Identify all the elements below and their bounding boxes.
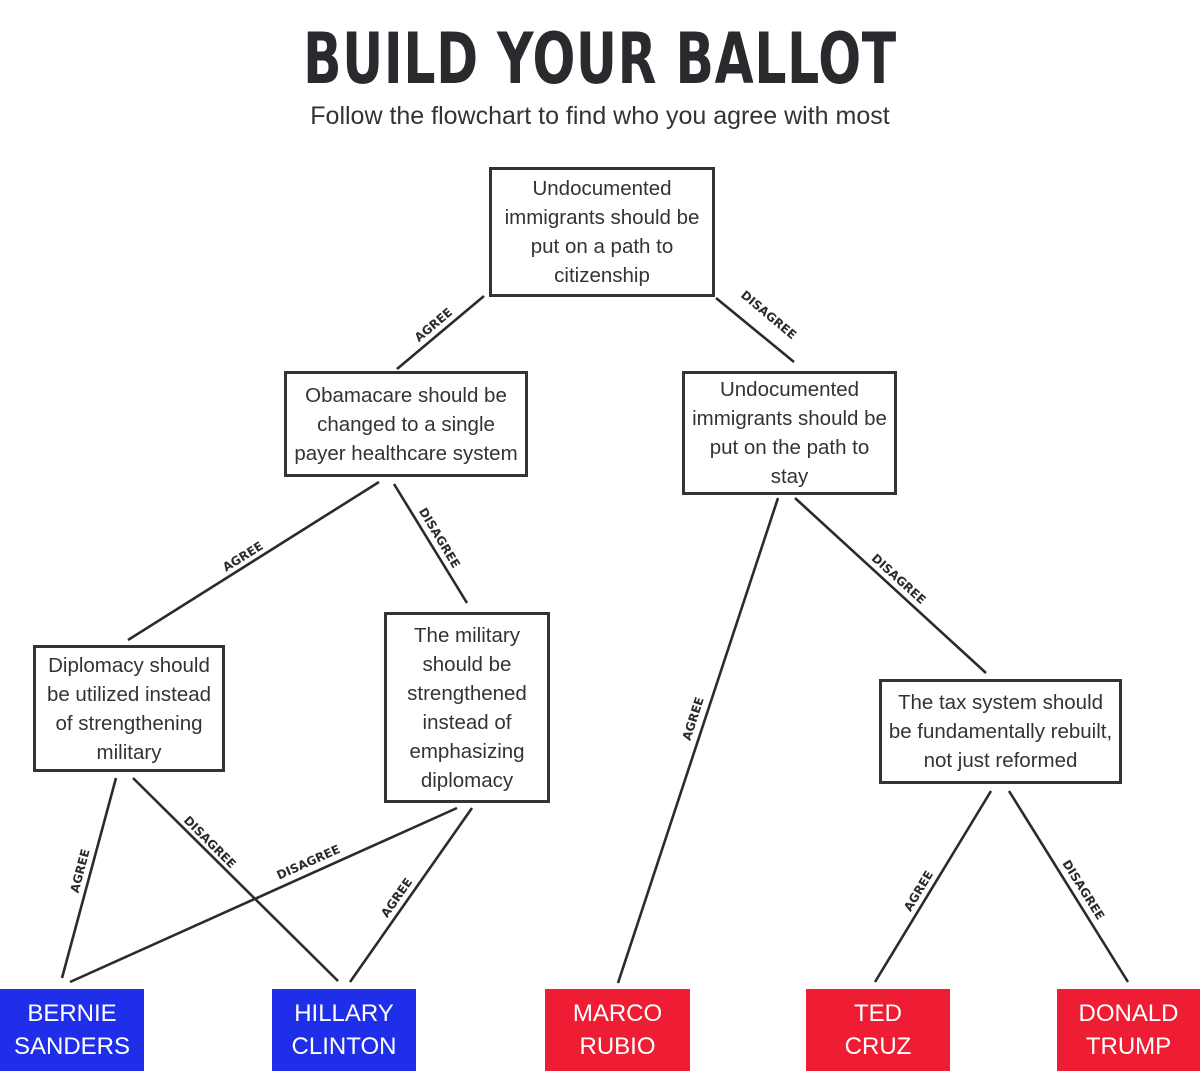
edge-q4-clinton <box>132 777 339 982</box>
question-military: The military should be strengthened inst… <box>384 612 550 803</box>
edge-q6-cruz <box>873 790 993 983</box>
question-immigration-stay: Undocumented immigrants should be put on… <box>682 371 897 495</box>
edge-q5-clinton <box>348 807 474 983</box>
edge-q4-sanders <box>60 777 118 979</box>
candidate-bernie-sanders: BERNIE SANDERS <box>0 989 144 1071</box>
question-diplomacy: Diplomacy should be utilized instead of … <box>33 645 225 772</box>
edge-q3-q6 <box>794 497 987 674</box>
edge-label-disagree: DISAGREE <box>181 813 239 871</box>
edge-q2-q4 <box>127 480 380 642</box>
edge-q2-q5 <box>392 483 469 604</box>
question-tax-system: The tax system should be fundamentally r… <box>879 679 1122 784</box>
candidate-ted-cruz: TED CRUZ <box>806 989 950 1071</box>
edge-q1-q2 <box>396 295 485 370</box>
page-title: BUILD YOUR BALLOT <box>303 18 897 100</box>
candidate-donald-trump: DONALD TRUMP <box>1057 989 1200 1071</box>
edge-label-disagree: DISAGREE <box>275 842 343 882</box>
question-single-payer: Obamacare should be changed to a single … <box>284 371 528 477</box>
edge-label-disagree: DISAGREE <box>869 551 929 607</box>
edge-label-disagree: DISAGREE <box>738 288 799 342</box>
edge-label-disagree: DISAGREE <box>416 505 463 570</box>
edge-label-agree: AGREE <box>68 848 93 895</box>
edge-q6-trump <box>1007 790 1130 983</box>
question-immigration-citizenship: Undocumented immigrants should be put on… <box>489 167 715 297</box>
edge-label-agree: AGREE <box>680 695 707 742</box>
candidate-marco-rubio: MARCO RUBIO <box>545 989 690 1071</box>
edge-q5-sanders <box>69 806 458 984</box>
page-subtitle: Follow the flowchart to find who you agr… <box>310 102 890 130</box>
candidate-hillary-clinton: HILLARY CLINTON <box>272 989 416 1071</box>
edge-q1-q3 <box>715 296 795 364</box>
edge-q3-rubio <box>616 497 780 984</box>
